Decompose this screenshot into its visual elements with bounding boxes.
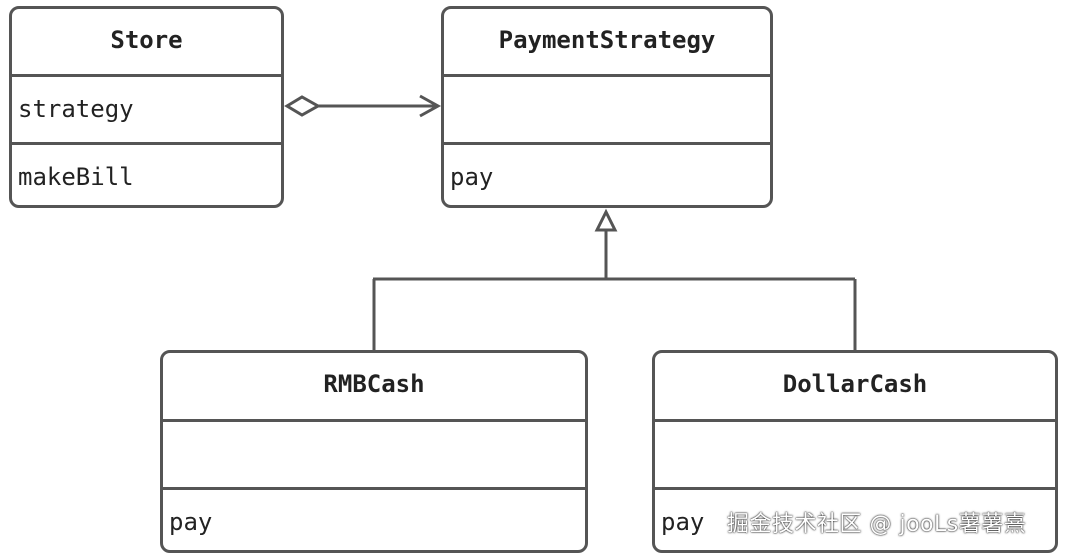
operations-compartment: makeBill — [12, 142, 281, 205]
class-name-compartment: RMBCash — [163, 353, 585, 419]
class-name: Store — [110, 26, 183, 54]
operation-pay: pay — [169, 508, 213, 536]
operations-compartment: pay — [163, 487, 585, 550]
operations-compartment: pay — [444, 142, 770, 205]
attributes-compartment — [163, 419, 585, 487]
operation-pay: pay — [661, 508, 705, 536]
class-name-compartment: DollarCash — [655, 353, 1055, 419]
class-name: DollarCash — [782, 370, 928, 398]
class-name: PaymentStrategy — [498, 26, 716, 54]
generalization-triangle-icon — [594, 208, 618, 232]
attribute-strategy: strategy — [18, 95, 134, 123]
class-dollarcash: DollarCash pay — [652, 350, 1058, 553]
class-name-compartment: PaymentStrategy — [444, 9, 770, 74]
watermark: 掘金技术社区 @ jooLs薯薯熹 — [727, 512, 1027, 537]
aggregation-diamond-icon — [284, 95, 322, 117]
class-paymentstrategy: PaymentStrategy pay — [441, 6, 773, 208]
operation-pay: pay — [450, 163, 494, 191]
operation-makebill: makeBill — [18, 163, 134, 191]
attributes-compartment — [444, 74, 770, 142]
class-name-compartment: Store — [12, 9, 281, 74]
class-rmbcash: RMBCash pay — [160, 350, 588, 553]
class-name: RMBCash — [323, 370, 425, 398]
association-arrowhead-icon — [419, 94, 442, 118]
operations-compartment: pay — [655, 487, 1055, 550]
attributes-compartment: strategy — [12, 74, 281, 142]
class-store: Store strategy makeBill — [9, 6, 284, 208]
attributes-compartment — [655, 419, 1055, 487]
generalization-tree — [372, 208, 857, 351]
aggregation-store-paymentstrategy — [284, 94, 442, 118]
